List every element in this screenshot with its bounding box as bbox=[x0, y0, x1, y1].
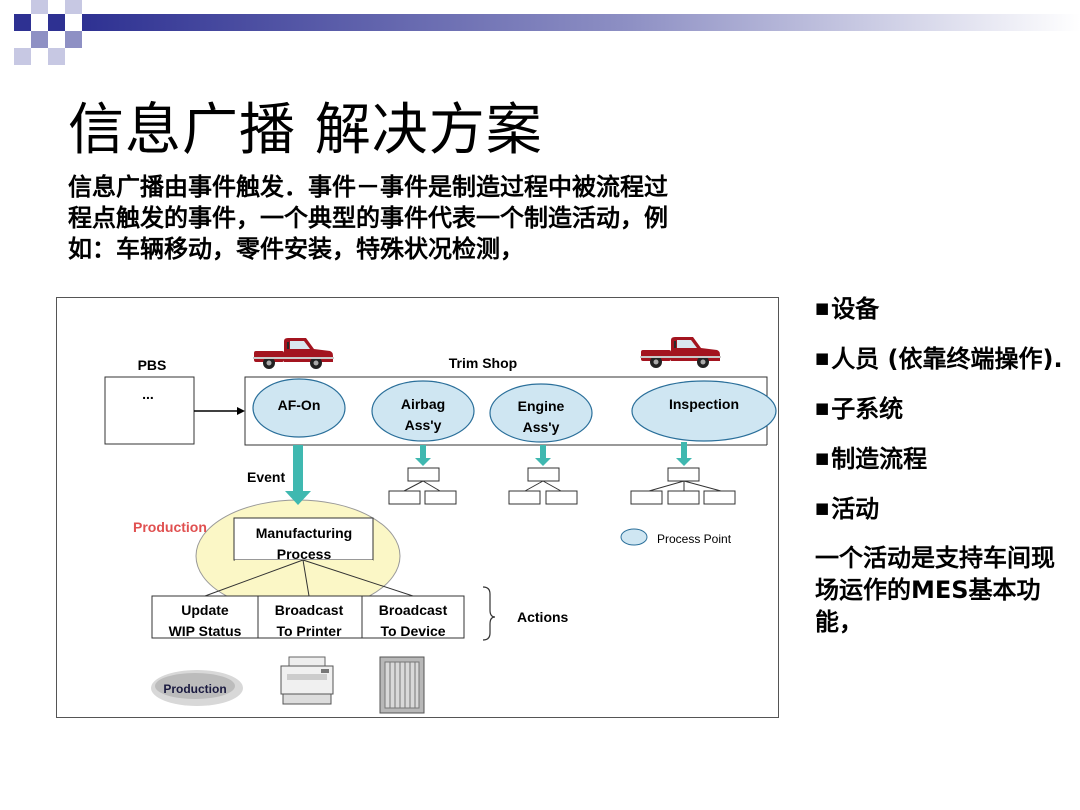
intro-line: 程点触发的事件，一个典型的事件代表一个制造活动，例 bbox=[68, 204, 668, 232]
bullet-text: 制造流程 bbox=[831, 445, 928, 473]
pbs-label: PBS bbox=[138, 357, 167, 373]
bullet-item: ■子系统 bbox=[815, 392, 1065, 425]
manufacturing-label: Process bbox=[277, 546, 332, 562]
process-point-label: Ass'y bbox=[523, 419, 560, 435]
truck-icon bbox=[253, 338, 334, 369]
process-point-label: Airbag bbox=[401, 396, 445, 412]
bullet-item: ■设备 bbox=[815, 292, 1065, 325]
process-point-engine: Engine Ass'y bbox=[489, 383, 593, 443]
subsystem-tree bbox=[508, 445, 578, 505]
event-arrowhead bbox=[285, 491, 311, 505]
subsystem-tree bbox=[388, 445, 457, 505]
header-gradient-bar bbox=[82, 14, 1080, 31]
process-point-af-on: AF-On bbox=[252, 378, 346, 438]
bullet-square-icon: ■ bbox=[815, 349, 830, 367]
header-decoration bbox=[14, 0, 1080, 65]
process-point-label: Ass'y bbox=[405, 417, 442, 433]
manufacturing-box bbox=[233, 517, 374, 561]
bullet-item: ■活动 bbox=[815, 492, 1065, 525]
slide-title: 信息广播 解决方案 bbox=[68, 98, 543, 163]
deco-square bbox=[65, 0, 82, 14]
bullet-square-icon: ■ bbox=[815, 499, 830, 517]
action-label: Broadcast bbox=[275, 602, 344, 618]
intro-line: 如：车辆移动，零件安装，特殊状况检测， bbox=[68, 235, 524, 263]
actions-label: Actions bbox=[517, 609, 569, 625]
legend-ellipse bbox=[620, 528, 648, 546]
deco-square bbox=[31, 0, 48, 14]
bullet-text: 子系统 bbox=[831, 395, 904, 423]
event-label: Event bbox=[247, 469, 285, 485]
manufacturing-label: Manufacturing bbox=[256, 525, 352, 541]
deco-square bbox=[48, 14, 65, 31]
process-point-inspection: Inspection bbox=[631, 380, 777, 442]
process-point-label: AF-On bbox=[278, 397, 321, 413]
pbs-arrowhead bbox=[237, 407, 245, 415]
production-badge: Production bbox=[151, 670, 243, 706]
deco-square bbox=[14, 14, 31, 31]
printer-icon bbox=[280, 656, 334, 705]
truck-icon bbox=[640, 337, 721, 368]
pbs-box bbox=[104, 376, 195, 445]
action-label: To Device bbox=[380, 623, 445, 639]
bullet-list: ■设备 ■人员 (依靠终端操作). ■子系统 ■制造流程 ■活动 一个活动是支持… bbox=[815, 292, 1065, 638]
bullet-item: ■制造流程 bbox=[815, 442, 1065, 475]
subsystem-tree bbox=[630, 442, 736, 505]
bullet-item: ■人员 (依靠终端操作). bbox=[815, 342, 1065, 375]
legend-label: Process Point bbox=[657, 532, 732, 546]
action-label: WIP Status bbox=[169, 623, 242, 639]
intro-text: 信息广播由事件触发．事件－事件是制造过程中被流程过 程点触发的事件，一个典型的事… bbox=[68, 172, 758, 265]
actions-brace bbox=[482, 586, 496, 641]
deco-square bbox=[14, 48, 31, 65]
bullet-text: 活动 bbox=[831, 495, 880, 523]
bullet-paragraph: 一个活动是支持车间现场运作的MES基本功能， bbox=[815, 544, 1055, 636]
bullet-square-icon: ■ bbox=[815, 399, 830, 417]
process-point-label: Engine bbox=[518, 398, 565, 414]
bullet-square-icon: ■ bbox=[815, 449, 830, 467]
process-point-airbag: Airbag Ass'y bbox=[371, 380, 475, 442]
intro-line: 信息广播由事件触发．事件－事件是制造过程中被流程过 bbox=[68, 173, 668, 201]
deco-square bbox=[31, 31, 48, 48]
diagram-panel: PBS ... Trim Shop AF-On Airbag Ass'y Eng… bbox=[56, 297, 779, 718]
process-point-label: Inspection bbox=[669, 396, 739, 412]
production-badge-label: Production bbox=[163, 682, 226, 696]
deco-square bbox=[65, 31, 82, 48]
bullet-square-icon: ■ bbox=[815, 299, 830, 317]
action-label: Broadcast bbox=[379, 602, 448, 618]
production-label: Production bbox=[133, 519, 207, 535]
trim-shop-label: Trim Shop bbox=[449, 355, 517, 371]
deco-square bbox=[48, 48, 65, 65]
bullet-text: 人员 (依靠终端操作). bbox=[831, 345, 1063, 373]
device-rack-icon bbox=[379, 656, 425, 714]
action-label: To Printer bbox=[276, 623, 342, 639]
action-label: Update bbox=[181, 602, 229, 618]
bullet-text: 设备 bbox=[831, 295, 880, 323]
actions-box bbox=[151, 595, 465, 639]
event-arrow bbox=[293, 445, 303, 493]
pbs-content: ... bbox=[142, 386, 154, 402]
diagram-canvas: PBS ... Trim Shop AF-On Airbag Ass'y Eng… bbox=[104, 337, 777, 714]
